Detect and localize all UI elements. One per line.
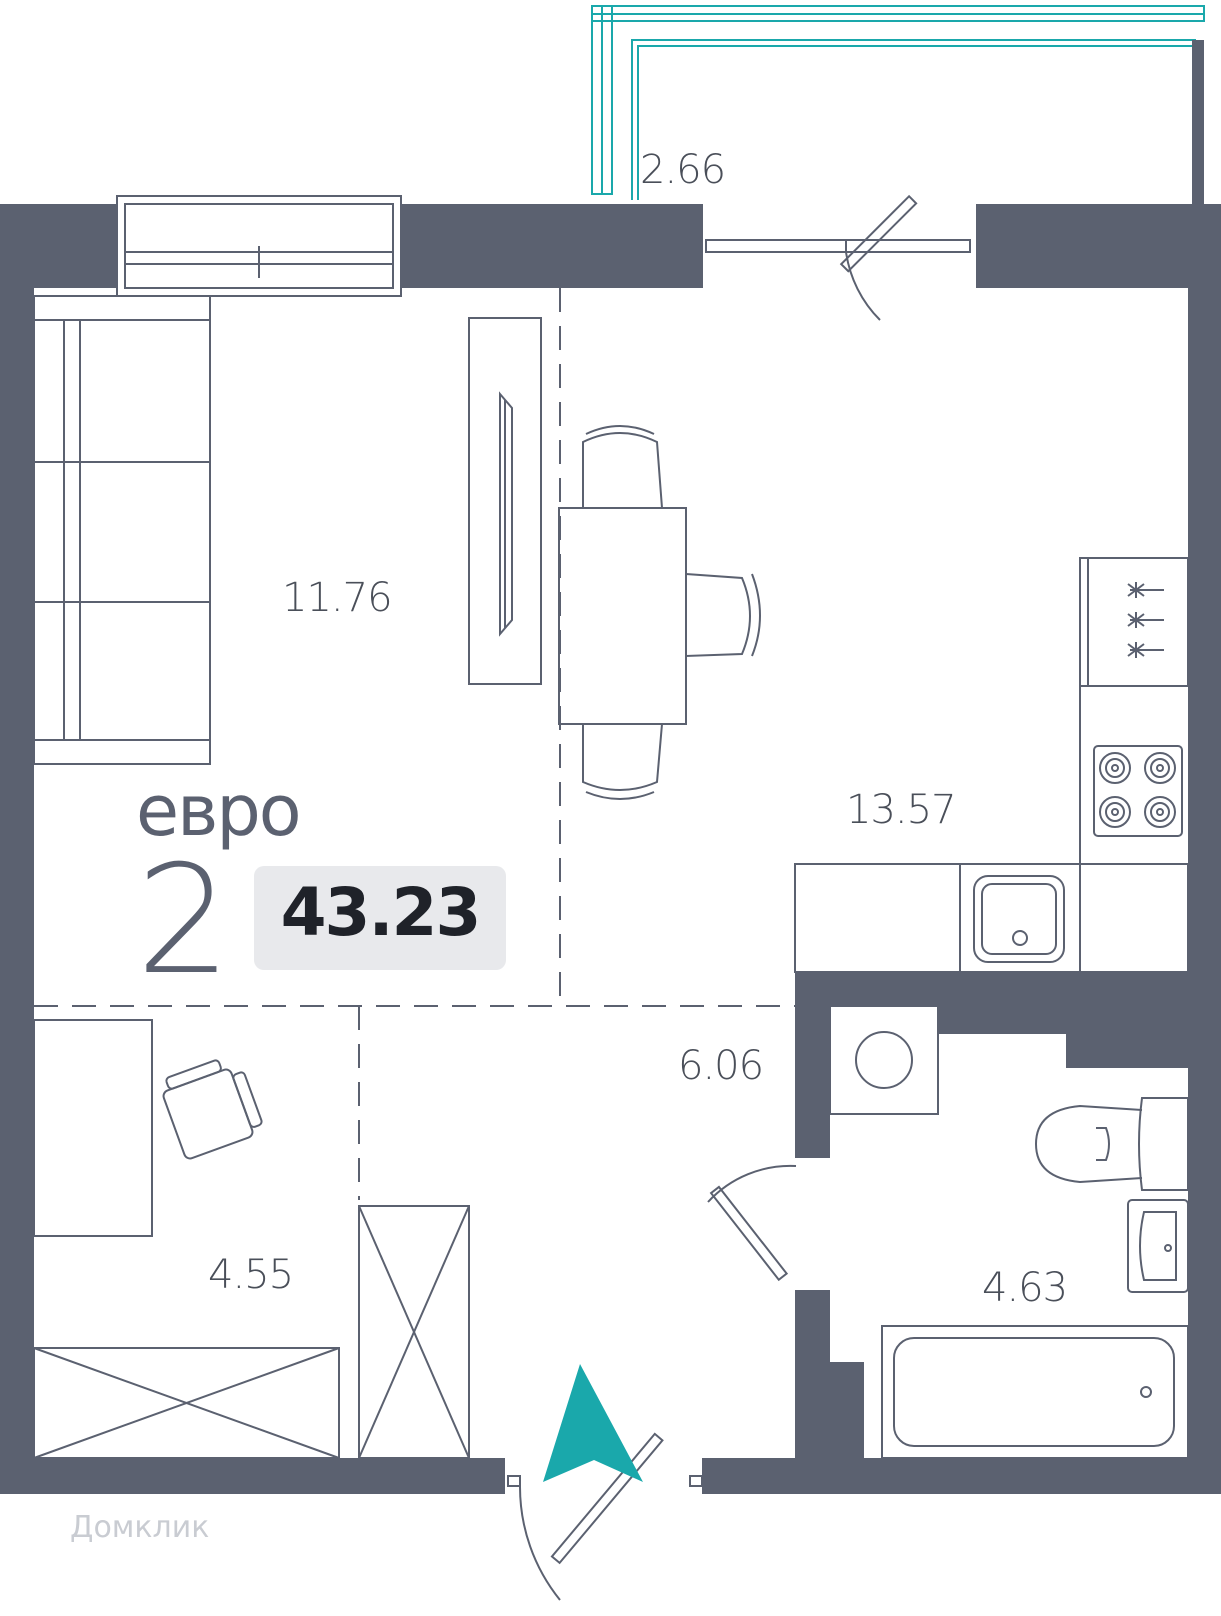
kitchen-area-label: 13.57 [846, 787, 957, 833]
sink-icon [973, 875, 1065, 963]
entrance-door [507, 1432, 703, 1601]
watermark: Домклик [70, 1510, 210, 1545]
washing-machine-icon [829, 1005, 939, 1115]
bathtub-icon [881, 1325, 1189, 1459]
wardrobe-hall [358, 1205, 470, 1459]
study-desk [33, 1019, 153, 1237]
sofa [33, 295, 211, 765]
living-room-area-label: 11.76 [282, 575, 393, 621]
balcony-area-label: 2.66 [640, 147, 726, 193]
window-top-left [116, 195, 402, 297]
bathroom-area-label: 4.63 [982, 1265, 1068, 1311]
apartment-type-label: евро [136, 770, 302, 852]
bathroom-sink-icon [1127, 1199, 1189, 1293]
total-area-value: 43.23 [280, 874, 482, 951]
rooms-count-label: 2 [136, 834, 232, 1008]
stove-icon [1093, 745, 1183, 837]
office-chair [162, 1059, 263, 1160]
hallway-area-label: 6.06 [678, 1043, 764, 1089]
entrance-arrow-icon [543, 1364, 643, 1482]
balcony-door [705, 194, 971, 321]
bathroom-door [707, 1164, 797, 1282]
toilet-icon [1034, 1097, 1189, 1191]
hood-icon [1127, 582, 1164, 658]
dining-table [558, 425, 761, 800]
study-area-label: 4.55 [208, 1252, 294, 1298]
wardrobe-study [33, 1347, 340, 1459]
walls [0, 40, 1221, 1494]
balcony [591, 5, 1205, 200]
tv-stand [468, 317, 542, 685]
total-area-pill [254, 866, 506, 970]
